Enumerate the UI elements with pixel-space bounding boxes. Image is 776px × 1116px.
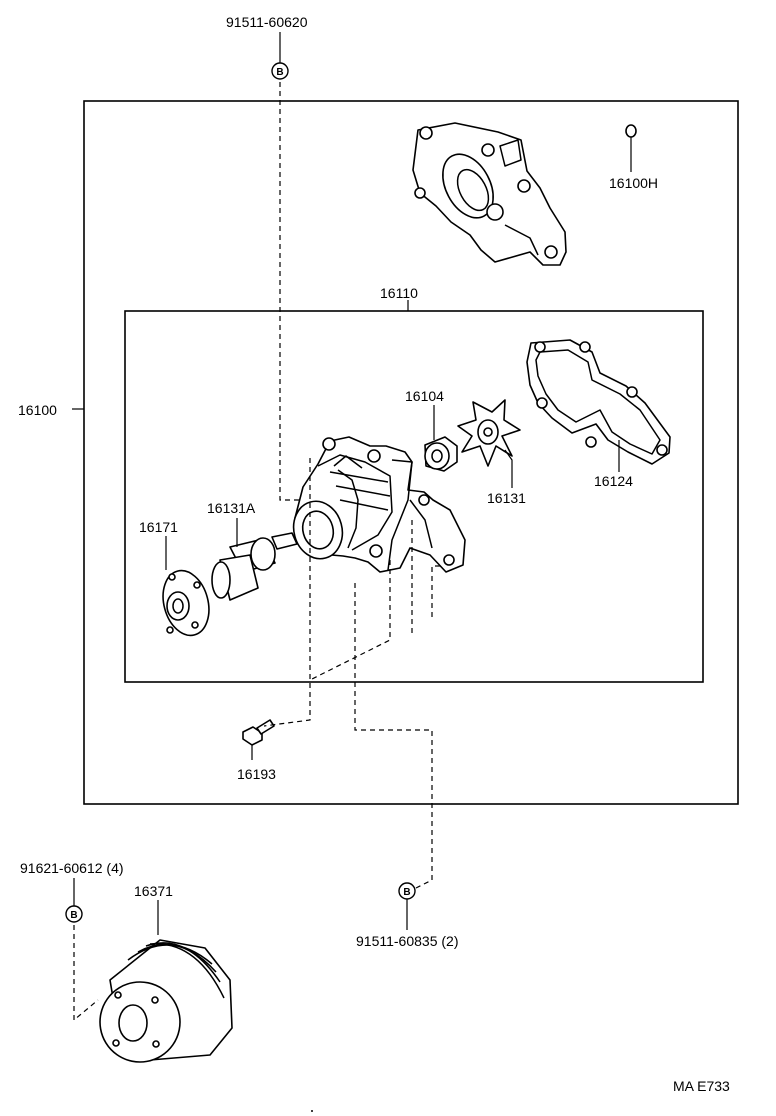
svg-text:B: B — [70, 910, 77, 921]
stray-dot — [311, 1110, 313, 1112]
label-16193: 16193 — [237, 766, 276, 782]
impeller — [457, 399, 521, 467]
water-seal — [424, 436, 458, 472]
label-16131: 16131 — [487, 490, 526, 506]
badge-left: B — [65, 905, 83, 923]
label-16131a: 16131A — [207, 500, 256, 516]
label-91511-60620: 91511-60620 — [226, 14, 308, 30]
label-16110: 16110 — [380, 285, 418, 301]
label-16124: 16124 — [594, 473, 633, 489]
water-pump-pulley — [99, 939, 233, 1063]
pulley-seat — [162, 569, 210, 637]
badge-bottom: B — [398, 882, 416, 900]
label-16100: 16100 — [18, 402, 57, 418]
bolt-routing-lines — [73, 82, 440, 1022]
label-91511-60835: 91511-60835 (2) — [356, 933, 458, 949]
bearing-shaft — [211, 532, 298, 601]
label-16371: 16371 — [134, 883, 173, 899]
leader-16131 — [504, 449, 513, 488]
badge-top: B — [271, 62, 289, 80]
water-inlet-housing — [412, 122, 567, 266]
o-ring — [625, 124, 637, 138]
bolt — [242, 719, 275, 746]
outer-assembly-frame — [83, 100, 739, 805]
svg-text:B: B — [403, 887, 410, 898]
label-16104: 16104 — [405, 388, 444, 404]
svg-text:B: B — [276, 67, 283, 78]
gasket — [526, 339, 671, 465]
label-91621-60612: 91621-60612 (4) — [20, 860, 124, 876]
label-ref-code: MA E733 — [673, 1078, 730, 1094]
label-16171: 16171 — [139, 519, 178, 535]
inner-assembly-frame — [124, 310, 704, 683]
label-16100h: 16100H — [609, 175, 658, 191]
